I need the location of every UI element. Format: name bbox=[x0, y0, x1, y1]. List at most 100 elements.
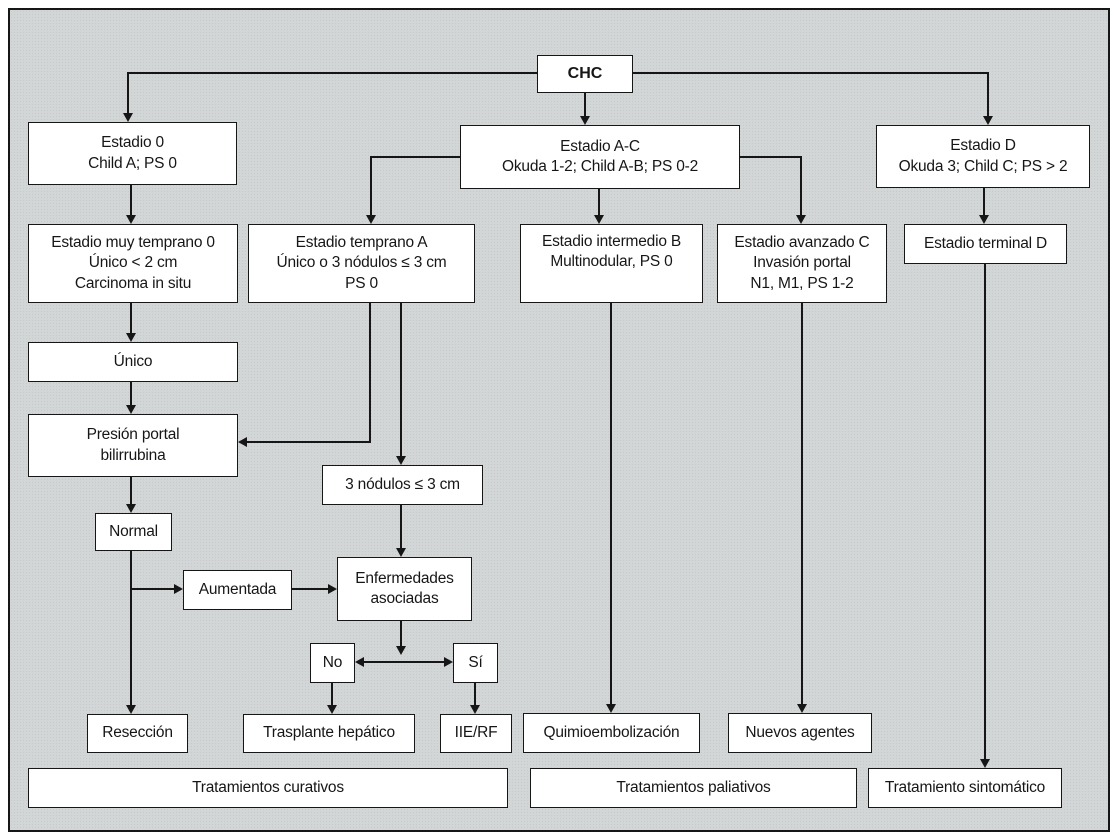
node-chc: CHC bbox=[537, 55, 633, 93]
connector-ac-to-avanzado-hline bbox=[740, 156, 801, 158]
band-paliativos-label: Tratamientos paliativos bbox=[616, 778, 771, 796]
node-muy-temprano-line1: Estadio muy temprano 0 bbox=[51, 233, 215, 251]
arrow-avanzado-to-nuevos-head bbox=[797, 704, 807, 713]
arrow-temprano-to-presion-head bbox=[238, 437, 247, 447]
band-curativos-label: Tratamientos curativos bbox=[192, 778, 344, 796]
connector-enfermedades-down-line bbox=[400, 621, 402, 646]
arrow-0-to-muy-temprano-head bbox=[126, 215, 136, 224]
arrow-ac-to-temprano-head bbox=[366, 215, 376, 224]
node-reseccion: Resección bbox=[87, 714, 188, 753]
node-estadio-muy-temprano: Estadio muy temprano 0 Único < 2 cm Carc… bbox=[28, 224, 238, 303]
node-3-nodulos: 3 nódulos ≤ 3 cm bbox=[322, 465, 483, 505]
connector-no-si-line bbox=[362, 661, 446, 663]
node-nuevos-agentes-label: Nuevos agentes bbox=[745, 723, 855, 741]
arrow-terminal-to-sintomatico-head bbox=[980, 759, 990, 768]
node-estadio-0-line2: Child A; PS 0 bbox=[88, 154, 177, 172]
connector-muy-temprano-to-unico-line bbox=[130, 303, 132, 333]
connector-ac-to-avanzado-vline bbox=[800, 156, 802, 215]
connector-chc-to-d-vline bbox=[987, 72, 989, 116]
node-estadio-temprano-a: Estadio temprano A Único o 3 nódulos ≤ 3… bbox=[248, 224, 475, 303]
node-avanzado-c-line3: N1, M1, PS 1-2 bbox=[750, 274, 854, 292]
node-nuevos-agentes: Nuevos agentes bbox=[728, 713, 872, 753]
arrow-aumentada-to-enfermedades-head bbox=[328, 584, 337, 594]
connector-si-to-iie-line bbox=[474, 683, 476, 705]
arrow-ac-to-avanzado-head bbox=[796, 215, 806, 224]
node-si-label: Sí bbox=[468, 653, 483, 671]
arrow-ac-to-intermedio-head bbox=[594, 215, 604, 224]
connector-chc-to-0-hline bbox=[128, 72, 537, 74]
node-temprano-a-line1: Estadio temprano A bbox=[295, 233, 428, 251]
node-normal: Normal bbox=[95, 513, 172, 551]
node-intermedio-b-line1: Estadio intermedio B bbox=[541, 233, 682, 250]
node-estadio-intermedio-b: Estadio intermedio B Multinodular, PS 0 bbox=[520, 224, 703, 303]
node-enfermedades-line2: asociadas bbox=[370, 590, 439, 607]
node-estadio-d: Estadio D Okuda 3; Child C; PS > 2 bbox=[876, 125, 1090, 188]
node-quimio-label: Quimioembolización bbox=[543, 723, 680, 741]
arrow-chc-to-0-head bbox=[123, 113, 133, 122]
node-estadio-d-line2: Okuda 3; Child C; PS > 2 bbox=[898, 157, 1068, 175]
arrow-nodulos-to-enfermedades-head bbox=[396, 548, 406, 557]
node-enfermedades-line1: Enfermedades bbox=[355, 569, 454, 587]
node-iie-rf-label: IIE/RF bbox=[454, 724, 498, 742]
node-avanzado-c-line2: Invasión portal bbox=[753, 254, 851, 272]
node-aumentada: Aumentada bbox=[183, 570, 292, 610]
node-estadio-ac-line2: Okuda 1-2; Child A-B; PS 0-2 bbox=[502, 158, 698, 175]
node-normal-label: Normal bbox=[109, 522, 158, 540]
node-presion-line1: Presión portal bbox=[86, 426, 180, 444]
node-estadio-ac: Estadio A-C Okuda 1-2; Child A-B; PS 0-2 bbox=[460, 125, 740, 189]
node-presion-portal: Presión portal bilirrubina bbox=[28, 414, 238, 477]
arrow-si-to-iie-head bbox=[470, 705, 480, 714]
node-estadio-avanzado-c: Estadio avanzado C Invasión portal N1, M… bbox=[717, 224, 887, 303]
arrow-d-to-terminal-head bbox=[979, 215, 989, 224]
connector-presion-to-normal-line bbox=[130, 477, 132, 504]
node-presion-line2: bilirrubina bbox=[100, 446, 166, 464]
connector-temprano-to-presion-hline bbox=[247, 441, 371, 443]
node-iie-rf: IIE/RF bbox=[440, 714, 512, 753]
arrow-temprano-to-nodulos-head bbox=[396, 456, 406, 465]
connector-no-to-trasplante-line bbox=[331, 683, 333, 705]
connector-terminal-to-sintomatico-line bbox=[984, 264, 986, 759]
node-chc-label: CHC bbox=[567, 65, 603, 83]
connector-ac-to-temprano-hline bbox=[371, 156, 460, 158]
connector-nodulos-to-enfermedades-line bbox=[400, 505, 402, 548]
node-reseccion-label: Resección bbox=[102, 724, 173, 742]
node-estadio-0-line1: Estadio 0 bbox=[101, 134, 164, 152]
connector-ac-to-temprano-vline bbox=[370, 156, 372, 215]
connector-temprano-to-nodulos-line bbox=[400, 303, 402, 456]
node-temprano-a-line3: PS 0 bbox=[345, 274, 378, 292]
node-avanzado-c-line1: Estadio avanzado C bbox=[734, 233, 870, 251]
connector-chc-to-ac-line bbox=[584, 93, 586, 118]
node-si: Sí bbox=[453, 643, 498, 683]
connector-chc-to-0-vline bbox=[127, 72, 129, 113]
arrow-muy-temprano-to-unico-head bbox=[126, 333, 136, 342]
node-estadio-terminal-d: Estadio terminal D bbox=[904, 224, 1067, 264]
node-estadio-d-line1: Estadio D bbox=[950, 137, 1016, 155]
node-estadio-0: Estadio 0 Child A; PS 0 bbox=[28, 122, 237, 185]
arrow-no-si-left-head bbox=[355, 657, 364, 667]
arrow-normal-to-reseccion-head bbox=[126, 705, 136, 714]
connector-0-to-muy-temprano-line bbox=[130, 185, 132, 215]
arrow-enfermedades-down-head bbox=[396, 646, 406, 655]
node-trasplante-hepatico: Trasplante hepático bbox=[243, 714, 415, 753]
connector-d-to-terminal-line bbox=[983, 188, 985, 215]
node-intermedio-b-line2: Multinodular, PS 0 bbox=[550, 253, 673, 271]
connector-ac-to-intermedio-line bbox=[598, 189, 600, 215]
node-trasplante-label: Trasplante hepático bbox=[263, 724, 395, 742]
arrow-intermedio-to-quimio-head bbox=[606, 704, 616, 713]
node-unico-label: Único bbox=[113, 352, 153, 370]
node-unico: Único bbox=[28, 342, 238, 382]
arrow-unico-to-presion-head bbox=[126, 405, 136, 414]
node-muy-temprano-line3: Carcinoma in situ bbox=[74, 274, 192, 292]
band-tratamiento-sintomatico: Tratamiento sintomático bbox=[868, 768, 1062, 808]
node-aumentada-label: Aumentada bbox=[198, 580, 277, 598]
connector-aumentada-to-enfermedades-line bbox=[292, 588, 328, 590]
node-3-nodulos-label: 3 nódulos ≤ 3 cm bbox=[345, 475, 460, 493]
connector-intermedio-to-quimio-line bbox=[610, 303, 612, 704]
node-no: No bbox=[310, 643, 355, 683]
band-tratamientos-curativos: Tratamientos curativos bbox=[28, 768, 508, 808]
arrow-no-to-trasplante-head bbox=[327, 705, 337, 714]
arrow-chc-to-d-head bbox=[983, 116, 993, 125]
arrow-presion-to-normal-head bbox=[126, 504, 136, 513]
node-muy-temprano-line2: Único < 2 cm bbox=[88, 254, 178, 272]
